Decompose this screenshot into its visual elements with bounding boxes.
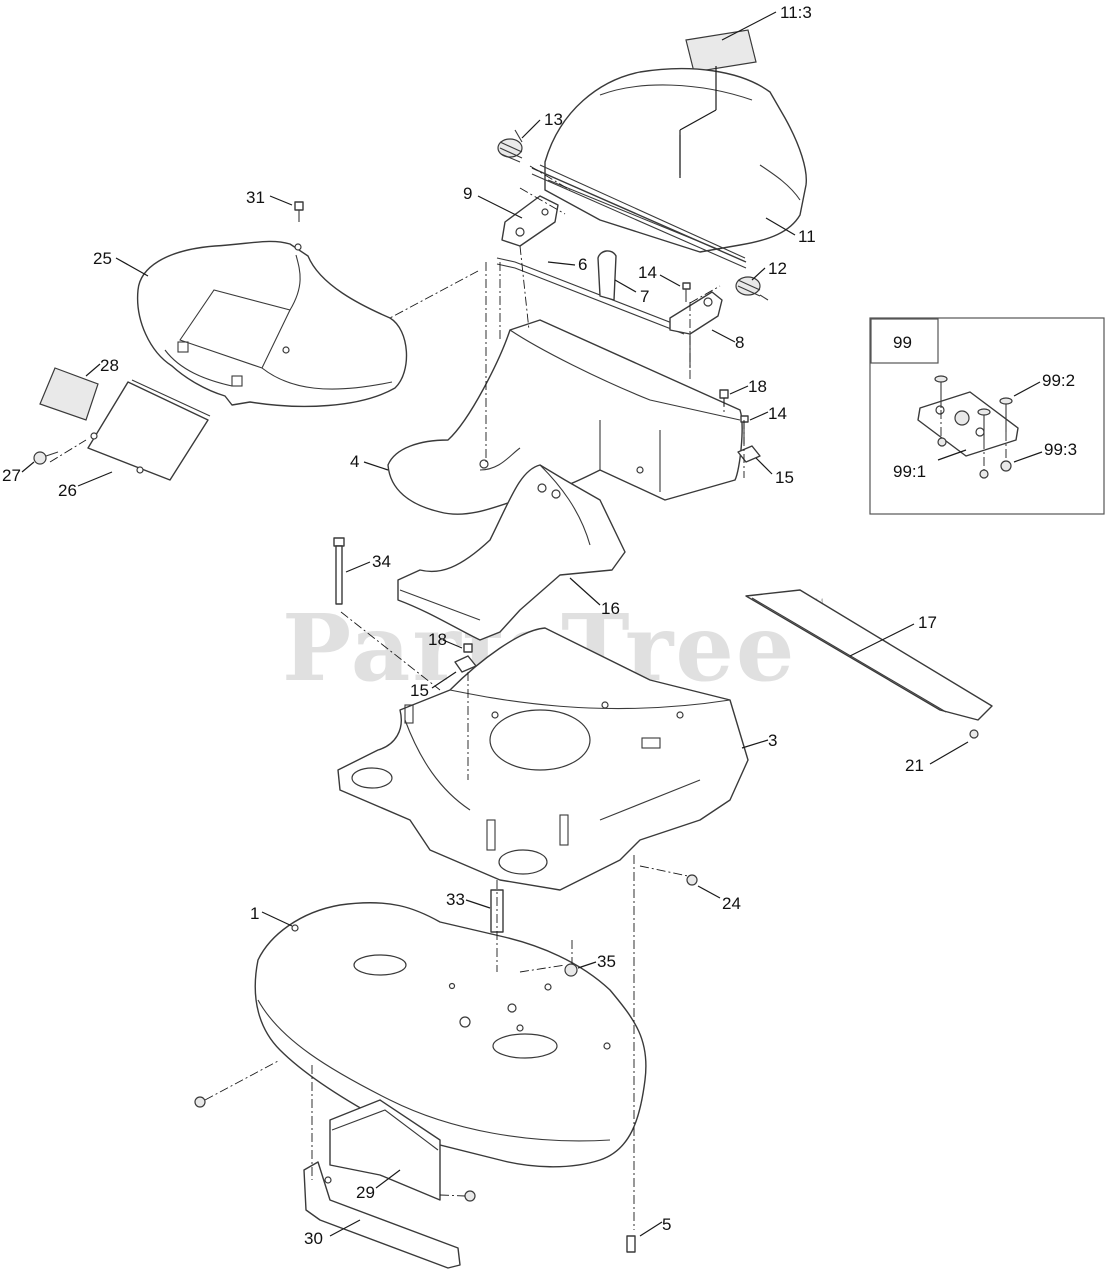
- part-16-seat-mount[interactable]: [397, 464, 626, 641]
- callout-34[interactable]: 34: [372, 552, 391, 571]
- part-34-bolt[interactable]: [333, 537, 345, 605]
- callout-16[interactable]: 16: [601, 599, 620, 618]
- callout-18-lower[interactable]: 18: [428, 630, 447, 649]
- callout-27[interactable]: 27: [2, 466, 21, 485]
- callout-28[interactable]: 28: [100, 356, 119, 375]
- part-4-seat-shroud[interactable]: [387, 319, 743, 515]
- alignment-lines: [49, 165, 745, 1230]
- part-17-rail[interactable]: [745, 589, 993, 721]
- callout-30[interactable]: 30: [304, 1229, 323, 1248]
- belt-cover-side-screw[interactable]: [194, 1096, 206, 1108]
- callout-15-upper[interactable]: 15: [775, 468, 794, 487]
- callout-13[interactable]: 13: [544, 110, 563, 129]
- kit-99-plate[interactable]: [917, 375, 1019, 479]
- seat-hinge-rod: [531, 167, 747, 269]
- part-7-seat-support[interactable]: [597, 250, 617, 301]
- part-8-hinge-bracket[interactable]: [669, 291, 723, 335]
- callout-3[interactable]: 3: [768, 731, 777, 750]
- callout-33[interactable]: 33: [446, 890, 465, 909]
- callout-5[interactable]: 5: [662, 1215, 671, 1234]
- kit-99-1-label[interactable]: 99:1: [893, 462, 926, 481]
- part-31-screw[interactable]: [294, 201, 304, 222]
- part-15-clip-upper[interactable]: [737, 445, 761, 463]
- part-18-screw-lower[interactable]: [463, 643, 473, 653]
- part-11-3-decal[interactable]: [685, 29, 757, 73]
- callout-11[interactable]: 11: [798, 227, 816, 246]
- callout-21[interactable]: 21: [905, 756, 924, 775]
- part-35-nut[interactable]: [564, 963, 578, 977]
- kit-99-3-label[interactable]: 99:3: [1044, 440, 1077, 459]
- kit-99-2-label[interactable]: 99:2: [1042, 371, 1075, 390]
- callout-7[interactable]: 7: [640, 287, 649, 306]
- kit-99-box: 99 99:2 99:1 99:3: [869, 317, 1105, 515]
- callout-31[interactable]: 31: [246, 188, 265, 207]
- callout-1[interactable]: 1: [250, 904, 259, 923]
- part-14-bolt-upper[interactable]: [682, 282, 691, 302]
- callout-29[interactable]: 29: [356, 1183, 375, 1202]
- kit-99-title-box: [870, 318, 939, 364]
- callout-26[interactable]: 26: [58, 481, 77, 500]
- callout-15-lower[interactable]: 15: [410, 681, 429, 700]
- callout-4[interactable]: 4: [350, 452, 359, 471]
- callout-14-upper[interactable]: 14: [638, 263, 657, 282]
- part-21-screw[interactable]: [969, 729, 979, 739]
- part-13-torsion-spring[interactable]: [497, 129, 523, 163]
- callout-9[interactable]: 9: [463, 184, 472, 203]
- callout-12[interactable]: 12: [768, 259, 787, 278]
- callout-14-mid[interactable]: 14: [768, 404, 787, 423]
- callout-35[interactable]: 35: [597, 952, 616, 971]
- part-29-shield[interactable]: [329, 1099, 441, 1201]
- part-5-bolt[interactable]: [626, 1235, 636, 1253]
- callout-25[interactable]: 25: [93, 249, 112, 268]
- callout-8[interactable]: 8: [735, 333, 744, 352]
- part-26-access-panel[interactable]: [87, 379, 211, 481]
- part-12-torsion-spring[interactable]: [735, 276, 769, 301]
- part-30-screw[interactable]: [464, 1190, 476, 1202]
- part-24-nut[interactable]: [686, 874, 698, 886]
- callout-11-3[interactable]: 11:3: [780, 3, 812, 22]
- callout-labels: 11:3 13 11 12 9 6 7 14 8 31 25 28 27 26 …: [2, 3, 937, 1248]
- callout-6[interactable]: 6: [578, 255, 587, 274]
- part-28-decal[interactable]: [39, 367, 99, 421]
- part-9-hinge-bracket[interactable]: [501, 195, 559, 247]
- leader-lines: [21, 11, 969, 1237]
- callout-24[interactable]: 24: [722, 894, 741, 913]
- kit-99-title[interactable]: 99: [893, 333, 912, 352]
- part-27-screw[interactable]: [33, 451, 59, 465]
- part-1-belt-cover[interactable]: [254, 902, 647, 1168]
- callout-17[interactable]: 17: [918, 613, 937, 632]
- part-25-fender-cover[interactable]: [136, 240, 408, 408]
- part-3-main-frame[interactable]: [337, 627, 749, 891]
- part-30-guard-bar[interactable]: [303, 1161, 461, 1269]
- callout-18-upper[interactable]: 18: [748, 377, 767, 396]
